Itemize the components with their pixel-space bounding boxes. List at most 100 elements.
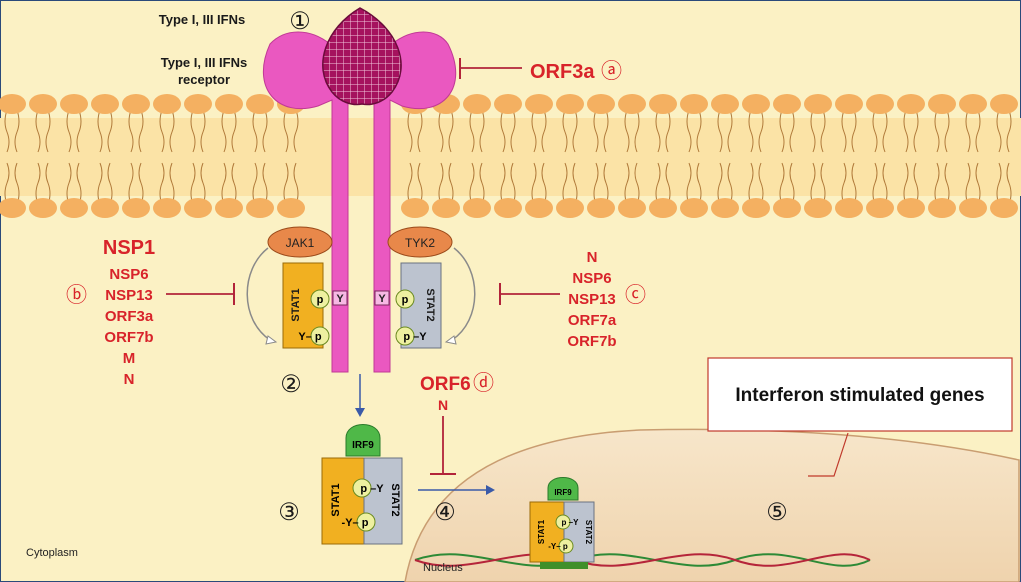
lipid-head — [711, 198, 739, 218]
step-2: ② — [280, 371, 302, 398]
isg-connector — [808, 432, 849, 477]
lipid-tail — [593, 162, 599, 206]
marker-d: ⓓ — [473, 372, 494, 395]
lipid-head — [122, 94, 150, 114]
isgf3-complex: IRF9 STAT1 STAT2 p –Y -Y– p — [321, 424, 403, 545]
lipid-head — [525, 198, 553, 218]
lipid-tail — [97, 109, 103, 153]
lipid-tail — [293, 162, 299, 206]
lipid-tail — [562, 162, 568, 206]
lipid-tail — [252, 162, 258, 206]
inhibitor-b-orf7b: ORF7b — [104, 329, 153, 346]
tyk2-arrowhead — [444, 335, 457, 345]
lipid-tail — [944, 162, 950, 206]
lipid-tail — [500, 109, 506, 153]
lipid-head — [959, 198, 987, 218]
lipid-head — [463, 198, 491, 218]
lipid-tail — [789, 162, 795, 206]
stat1-dimer — [321, 457, 365, 545]
cell-membrane — [0, 94, 1021, 218]
lipid-tail — [965, 109, 971, 153]
lipid-tail — [169, 162, 175, 206]
stat2-bound-p1-label: p — [402, 294, 409, 306]
lipid-tail — [820, 109, 826, 153]
lipid-head — [587, 198, 615, 218]
lipid-head — [866, 198, 894, 218]
lipid-tail — [872, 162, 878, 206]
lipid-head — [525, 94, 553, 114]
lipid-tail — [944, 109, 950, 153]
lipid-tail — [417, 109, 423, 153]
stat2-bound-p1 — [395, 289, 415, 309]
lipid-tail — [665, 162, 671, 206]
lipid-tail — [655, 162, 661, 206]
lipid-tail — [417, 162, 423, 206]
lipid-tail — [107, 109, 113, 153]
lipid-tail — [820, 162, 826, 206]
lipid-tails-bottom — [4, 162, 1012, 206]
lipid-tail — [200, 109, 206, 153]
isgf3-nuclear: IRF9 STAT1 STAT2 p –Y -Y– p — [529, 477, 595, 569]
ifn-label: Type I, III IFNs — [159, 12, 245, 27]
lipid-head — [494, 198, 522, 218]
lipid-tail — [748, 162, 754, 206]
activation-arrowhead — [355, 408, 365, 417]
stat2-bound-py-label: p –Y — [403, 331, 427, 343]
lipid-tail — [479, 162, 485, 206]
lipid-tail — [531, 162, 537, 206]
lipid-head — [153, 198, 181, 218]
nuclear-py-label: p –Y — [562, 518, 580, 527]
lipid-tail — [138, 162, 144, 206]
lipid-head — [773, 198, 801, 218]
lipid-tail — [1006, 162, 1012, 206]
lipid-head — [804, 198, 832, 218]
lipid-head — [91, 198, 119, 218]
inhibitor-c-orf7a: ORF7a — [568, 312, 617, 329]
lipid-tail — [975, 109, 981, 153]
lipid-tail — [407, 162, 413, 206]
lipid-tail — [841, 162, 847, 206]
lipid-tail — [810, 162, 816, 206]
irf9-label: IRF9 — [352, 440, 374, 451]
lipid-tail — [283, 109, 289, 153]
lipid-tail — [262, 109, 268, 153]
lipid-tail — [686, 109, 692, 153]
isg-label: Interferon stimulated genes — [735, 385, 984, 406]
lipid-tail — [4, 162, 10, 206]
lipid-tail — [221, 162, 227, 206]
inhibitor-b-orf3a: ORF3a — [105, 308, 154, 325]
lipid-tail — [624, 162, 630, 206]
lipid-head — [835, 94, 863, 114]
stat1-bound-p2 — [310, 326, 330, 346]
lipid-head — [29, 94, 57, 114]
lipid-head — [928, 94, 956, 114]
lipid-tail — [35, 162, 41, 206]
lipid-tail — [758, 109, 764, 153]
step-5: ⑤ — [766, 499, 788, 526]
lipid-tail — [510, 109, 516, 153]
nuclear-yp-label: -Y– p — [548, 542, 568, 551]
lipid-head — [680, 94, 708, 114]
lipid-tail — [4, 109, 10, 153]
lipid-tail — [882, 109, 888, 153]
lipid-tail — [727, 109, 733, 153]
stat2-dimer-label: STAT2 — [389, 483, 401, 516]
dna-strand-2 — [414, 553, 871, 567]
lipid-tail — [448, 162, 454, 206]
lipid-tail — [35, 109, 41, 153]
lipid-tail — [903, 162, 909, 206]
inhibitor-c-nsp6: NSP6 — [572, 270, 611, 287]
lipid-head — [60, 94, 88, 114]
lipid-tail — [1006, 109, 1012, 153]
lipid-tail — [624, 109, 630, 153]
tyk2-label: TYK2 — [405, 236, 435, 250]
lipid-tail — [169, 109, 175, 153]
isgf3-p1 — [352, 478, 372, 498]
lipid-tail — [717, 109, 723, 153]
lipid-tail — [748, 109, 754, 153]
lipid-tail — [252, 109, 258, 153]
step-3: ③ — [278, 499, 300, 526]
lipid-head — [556, 94, 584, 114]
